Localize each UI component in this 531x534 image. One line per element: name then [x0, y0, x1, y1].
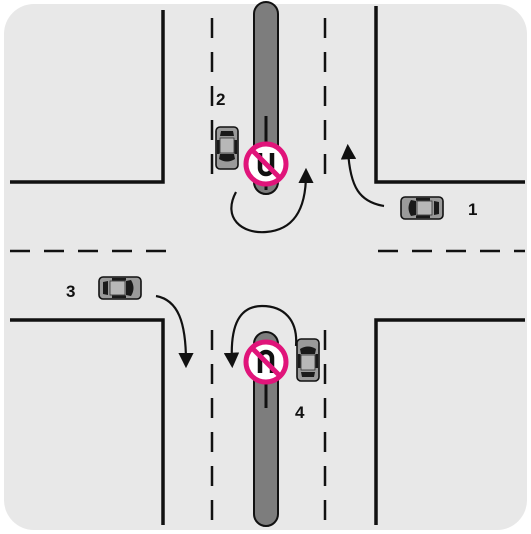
car-icon — [98, 276, 142, 300]
turn-arrow-icon — [155, 294, 194, 369]
turn-arrow-icon — [223, 304, 298, 369]
turn-arrow-icon — [230, 167, 314, 234]
car-label-4: 4 — [295, 403, 305, 422]
car-icon — [296, 338, 320, 382]
car-icon — [215, 126, 239, 170]
car-label-2: 2 — [216, 90, 225, 109]
no-u-turn-sign-icon — [243, 339, 289, 385]
no-u-turn-sign-icon — [243, 141, 289, 187]
car-icon — [400, 196, 444, 220]
lane-markings — [10, 18, 525, 525]
car-label-3: 3 — [66, 282, 75, 301]
background — [4, 4, 527, 530]
road-edges — [10, 6, 525, 525]
car-label-1: 1 — [468, 200, 477, 219]
turn-arrow-icon — [340, 143, 385, 208]
